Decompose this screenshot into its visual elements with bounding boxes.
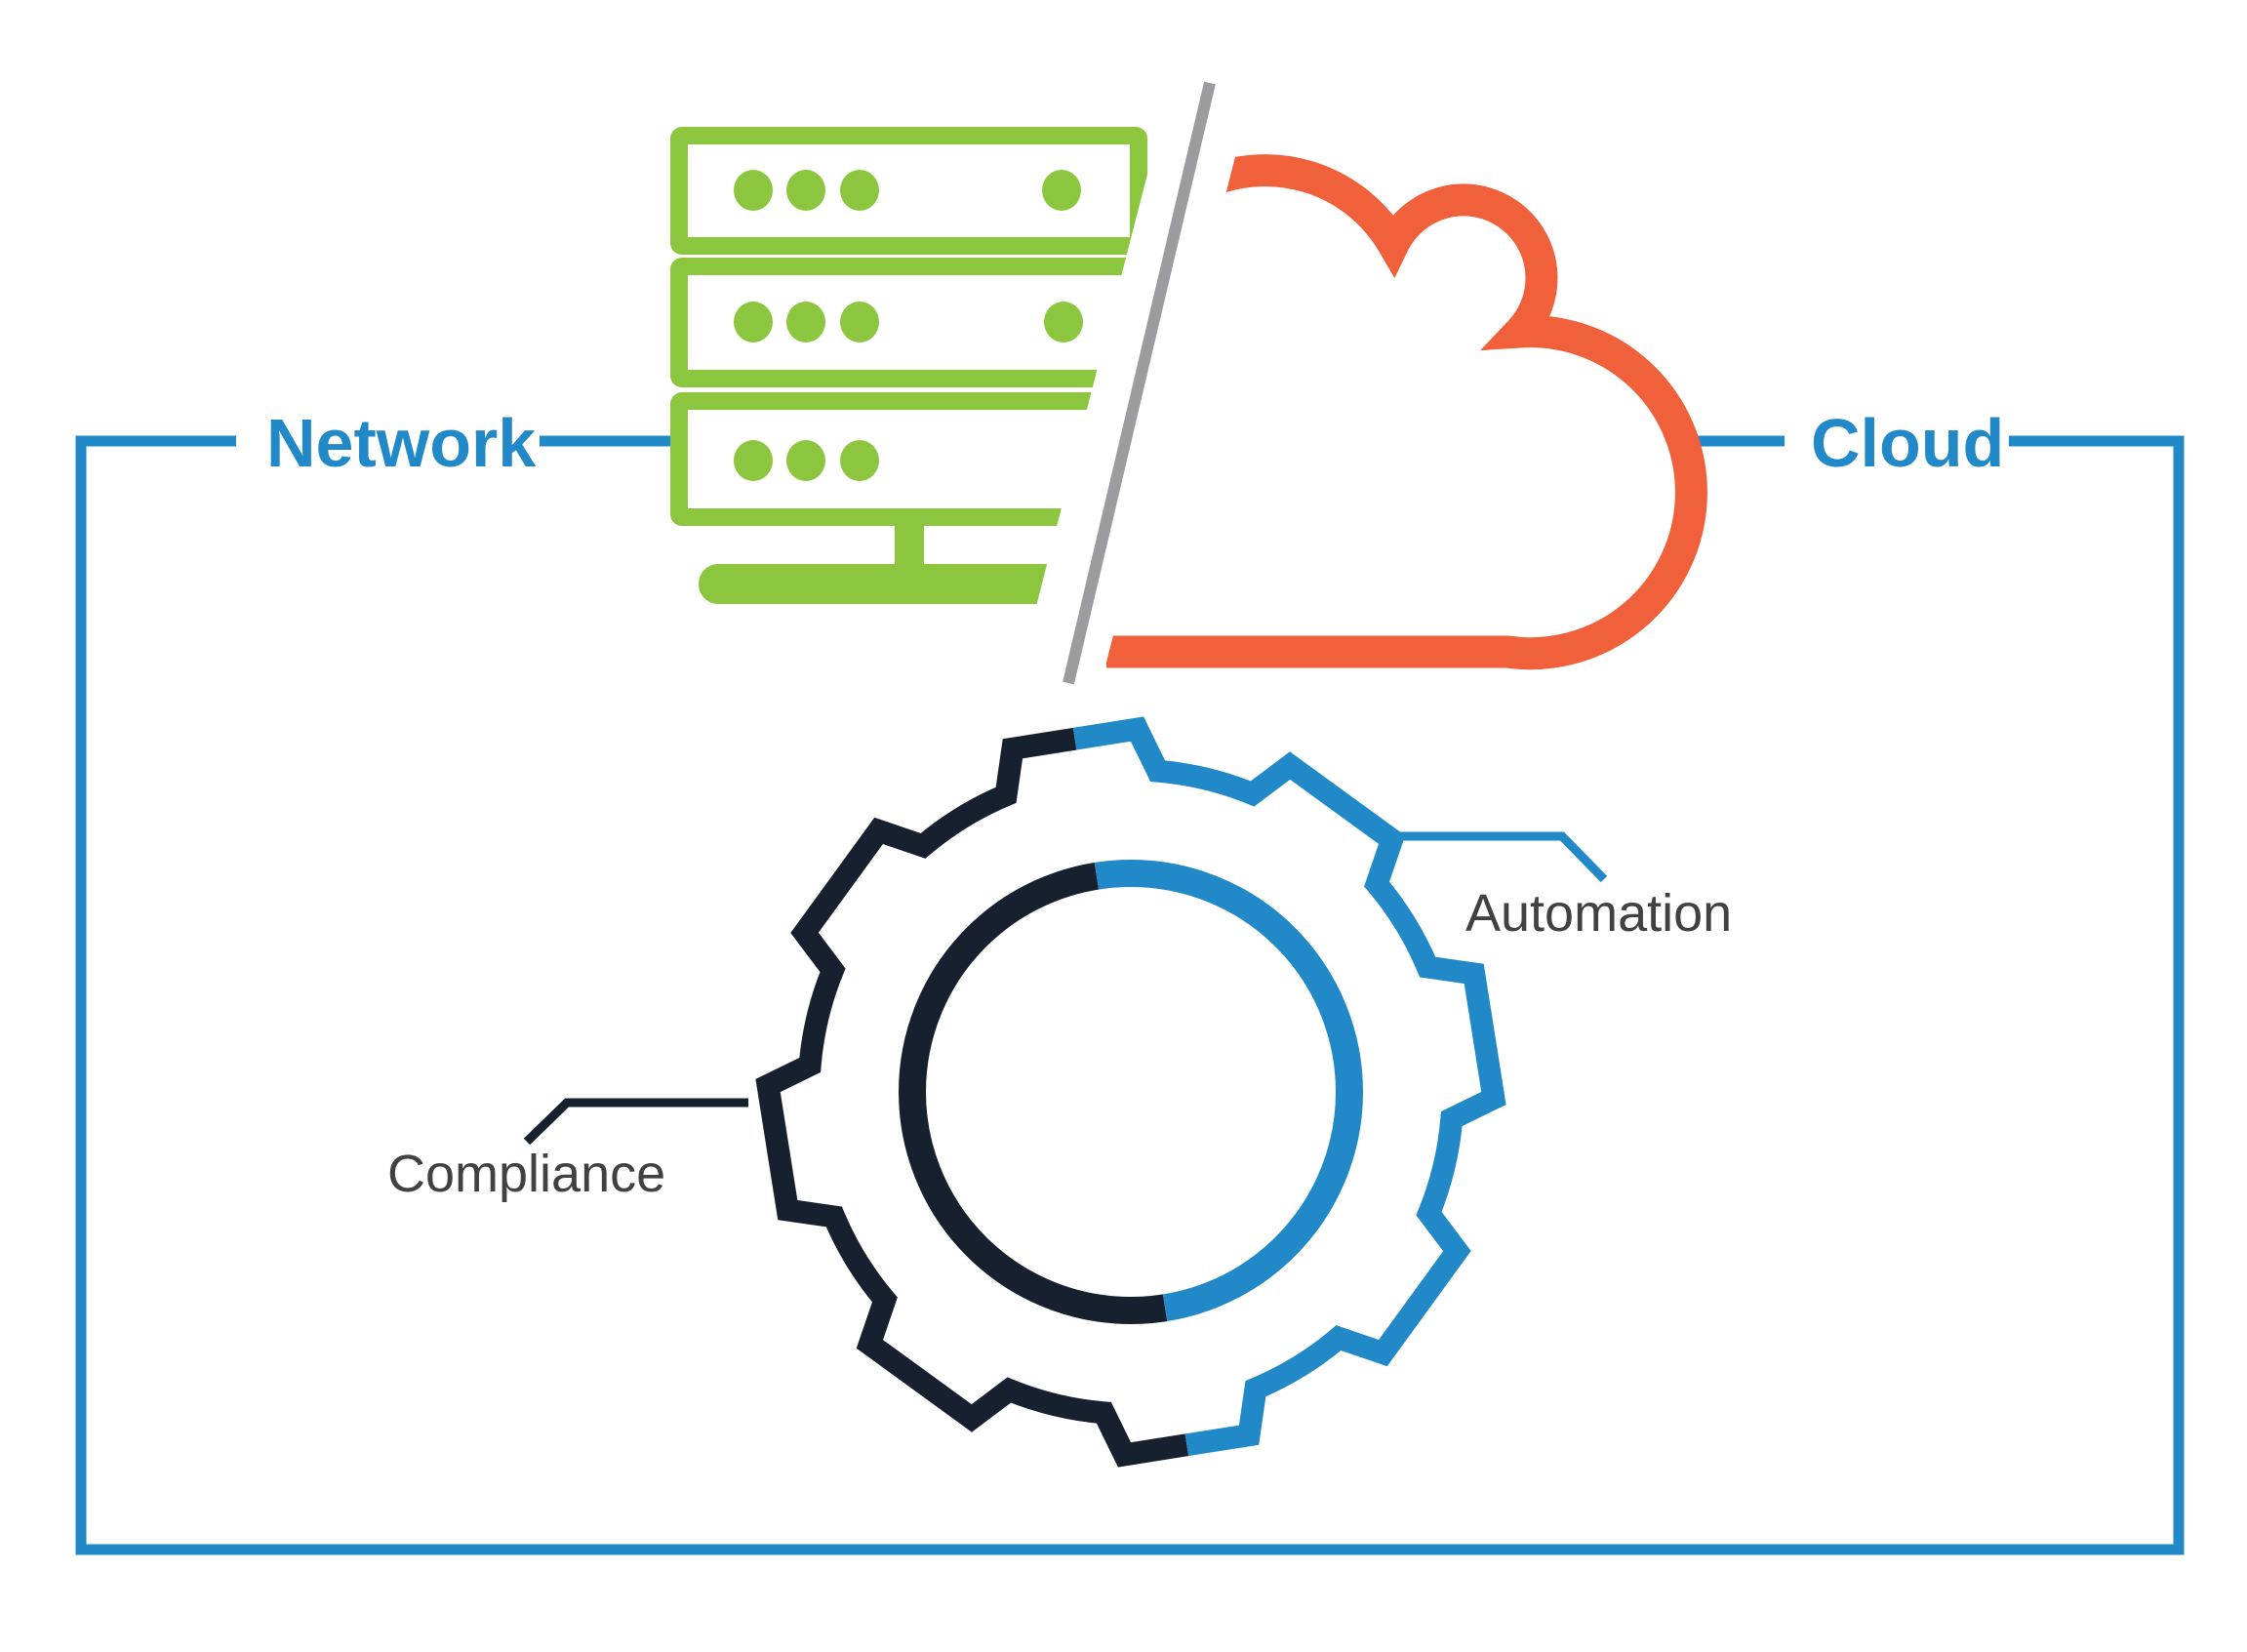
server-led-dot [786, 302, 825, 342]
cloud-label: Cloud [1811, 405, 2004, 481]
cloud-icon [1106, 154, 1707, 670]
gear-icon [755, 716, 1506, 1468]
server-led-dot [1042, 170, 1081, 211]
frame-border [75, 435, 2185, 1555]
cloud-outline [1106, 154, 1707, 670]
server-stack-icon [670, 127, 1192, 604]
server-stand-pole [895, 509, 924, 578]
server-led-dot [734, 302, 773, 342]
server-led-dot [786, 170, 825, 211]
server-row [670, 392, 1192, 526]
server-row [670, 127, 1147, 255]
server-led-dot [1044, 302, 1083, 342]
server-led-dot [840, 170, 879, 211]
compliance-callout-line [523, 1098, 748, 1146]
automation-callout-line [1387, 831, 1608, 883]
server-row [670, 258, 1192, 387]
gear-outline-left [755, 716, 1268, 1468]
slash-icon [1063, 81, 1216, 685]
server-stand-base [699, 564, 1081, 604]
server-led-dot [840, 440, 879, 481]
server-led-dot [840, 302, 879, 342]
server-led-dot [734, 170, 773, 211]
server-led-dot [786, 440, 825, 481]
automation-label: Automation [1465, 884, 1732, 943]
compliance-label: Compliance [387, 1145, 665, 1203]
network-label: Network [266, 405, 536, 481]
server-led-dot [734, 440, 773, 481]
